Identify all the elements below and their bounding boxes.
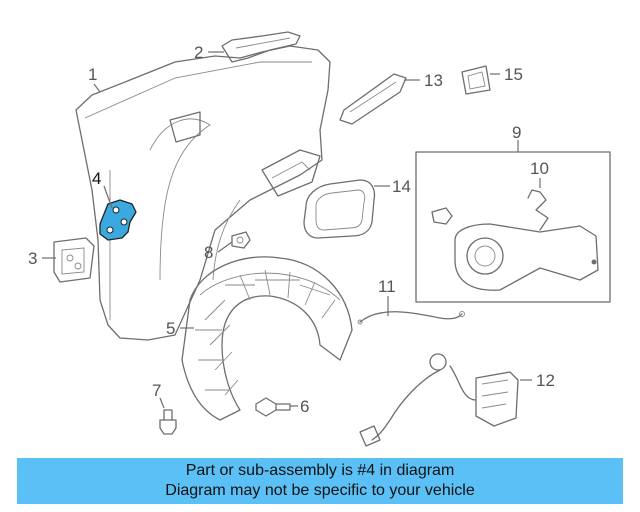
callout-11: 11 bbox=[378, 277, 396, 296]
seal-part-15 bbox=[461, 65, 491, 95]
callout-5: 5 bbox=[166, 319, 175, 338]
banner-line-1: Part or sub-assembly is #4 in diagram bbox=[185, 462, 455, 479]
spring-part-10 bbox=[527, 189, 549, 231]
callout-10: 10 bbox=[530, 159, 549, 178]
wheel-liner-part-5 bbox=[181, 256, 353, 421]
leader-lines bbox=[42, 51, 541, 409]
trim-part-13 bbox=[339, 73, 407, 125]
callout-3: 3 bbox=[28, 249, 37, 268]
callout-13: 13 bbox=[424, 71, 443, 90]
housing-part-14 bbox=[303, 179, 376, 239]
clip-part-8 bbox=[231, 231, 251, 249]
callout-4: 4 bbox=[92, 169, 101, 188]
pad-part-3 bbox=[53, 237, 95, 283]
callout-6: 6 bbox=[300, 397, 309, 416]
callout-14: 14 bbox=[392, 177, 411, 196]
highlighted-bracket-part-4[interactable] bbox=[99, 199, 137, 241]
info-banner: Part or sub-assembly is #4 in diagram Di… bbox=[17, 458, 623, 504]
release-cable-part-11 bbox=[357, 311, 465, 325]
quarter-panel-part-1 bbox=[75, 45, 331, 341]
callout-8: 8 bbox=[204, 243, 213, 262]
screw-part-6 bbox=[255, 397, 291, 417]
callout-1: 1 bbox=[88, 65, 97, 84]
callout-labels: 1 2 3 4 5 6 7 8 9 10 11 12 13 14 15 bbox=[28, 43, 555, 416]
callout-12: 12 bbox=[536, 371, 555, 390]
callout-7: 7 bbox=[152, 381, 161, 400]
banner-line-2: Diagram may not be specific to your vehi… bbox=[165, 482, 475, 499]
callout-2: 2 bbox=[194, 43, 203, 62]
actuator-part-12 bbox=[359, 353, 519, 447]
bracket-part-2 bbox=[221, 31, 301, 63]
fuel-door-assembly-part-9 bbox=[415, 151, 611, 303]
parts-diagram: 1 2 3 4 5 6 7 8 9 10 11 12 13 14 15 bbox=[28, 31, 611, 447]
callout-9: 9 bbox=[512, 123, 521, 142]
clip-part-7 bbox=[159, 409, 177, 435]
callout-15: 15 bbox=[504, 65, 523, 84]
